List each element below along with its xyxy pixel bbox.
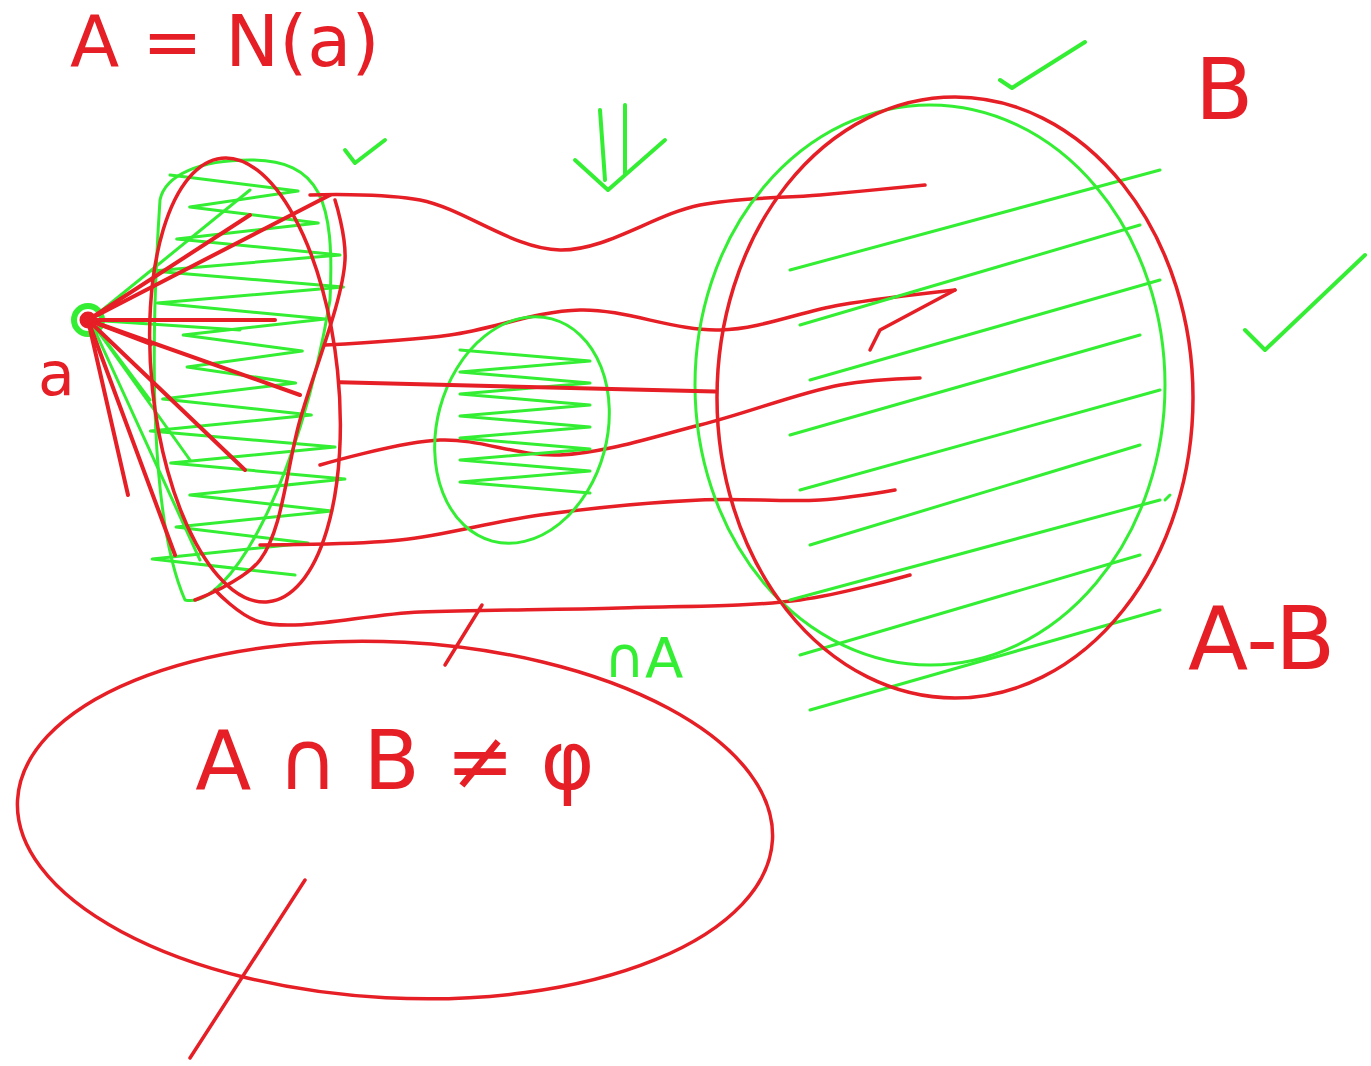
connector-line bbox=[340, 382, 715, 391]
neighbourhood-outline bbox=[154, 160, 331, 601]
hatching bbox=[800, 225, 1140, 325]
vertex-edge bbox=[88, 320, 175, 555]
set-label: a bbox=[38, 344, 75, 404]
path-line bbox=[320, 378, 920, 465]
set-label: ∩A bbox=[604, 630, 683, 686]
vertex-dot bbox=[81, 313, 95, 327]
hatching bbox=[790, 335, 1140, 435]
down-arrow bbox=[575, 105, 665, 190]
hatching bbox=[800, 390, 1160, 490]
statement-text: A ∩ B ≠ φ bbox=[195, 720, 594, 802]
slash bbox=[190, 880, 305, 1058]
check-mark bbox=[1245, 255, 1365, 350]
hatching bbox=[800, 555, 1140, 655]
node-outline bbox=[715, 95, 1195, 700]
vertex-edge bbox=[88, 215, 250, 320]
check-mark bbox=[345, 140, 385, 163]
vertex: a bbox=[70, 302, 106, 338]
node-outline bbox=[15, 640, 775, 1000]
node-outline bbox=[150, 155, 340, 605]
slash bbox=[445, 605, 482, 665]
green-edge bbox=[90, 320, 200, 560]
set-label: A = N(a) bbox=[70, 5, 380, 77]
outline-ellipse bbox=[717, 97, 1193, 698]
check-mark bbox=[870, 290, 955, 350]
outline-ellipse bbox=[129, 149, 361, 612]
hatching bbox=[790, 500, 1160, 600]
hatching bbox=[790, 170, 1160, 270]
path-line bbox=[260, 490, 895, 545]
vertex-edge bbox=[88, 320, 128, 495]
path-line bbox=[310, 185, 925, 250]
node-outline bbox=[70, 302, 106, 338]
path-line bbox=[325, 290, 955, 345]
vertex-edge bbox=[88, 320, 245, 470]
set-label: B bbox=[1195, 47, 1253, 132]
hatching bbox=[460, 350, 590, 493]
stroke bbox=[1165, 495, 1170, 500]
hatching bbox=[810, 280, 1160, 380]
statement-ellipse: A ∩ B ≠ φ bbox=[15, 640, 775, 1000]
set-region: B bbox=[715, 95, 1195, 700]
check-mark bbox=[1000, 42, 1085, 88]
vertex-edge bbox=[88, 318, 275, 322]
hatching bbox=[810, 445, 1140, 545]
outline-ellipse bbox=[8, 622, 782, 1017]
set-label: A-B bbox=[1188, 595, 1335, 683]
neighbourhood-region: A = N(a) bbox=[150, 155, 340, 605]
vertex-edge bbox=[88, 320, 300, 395]
intersection-ellipse bbox=[410, 297, 634, 563]
path-line bbox=[215, 575, 910, 625]
connector-line bbox=[95, 323, 151, 344]
